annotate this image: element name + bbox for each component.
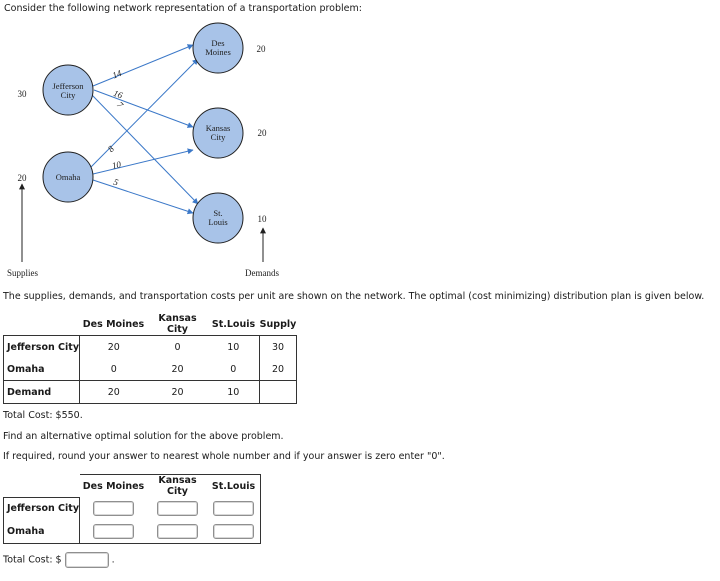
input-om-des-moines[interactable] bbox=[93, 523, 135, 539]
arc-om-sl bbox=[92, 179, 194, 215]
row-label-omaha: Omaha bbox=[3, 358, 80, 381]
node-jefferson-city bbox=[42, 64, 94, 116]
jefferson-city-label-1: Jefferson bbox=[53, 81, 85, 91]
supplies-label: Supplies bbox=[7, 268, 39, 278]
col-kansas-city: Kansas City bbox=[158, 313, 197, 335]
demands-label: Demands bbox=[245, 268, 279, 278]
cost-om-dm: 8 bbox=[106, 143, 117, 154]
demand-dm: 20 bbox=[79, 380, 148, 404]
cell-jc-sl: 10 bbox=[207, 335, 260, 358]
task-text: Find an alternative optimal solution for… bbox=[3, 431, 284, 442]
supply-jefferson-city: 30 bbox=[18, 89, 28, 99]
table-row: Jefferson City 20 0 10 30 bbox=[3, 335, 297, 358]
input-om-st-louis[interactable] bbox=[213, 523, 254, 539]
node-des-moines bbox=[192, 22, 244, 74]
col-des-moines: Des Moines bbox=[82, 318, 145, 330]
node-omaha bbox=[42, 151, 94, 203]
input-jc-des-moines[interactable] bbox=[93, 501, 135, 516]
answer-col-st-louis: St.Louis bbox=[207, 474, 261, 497]
cost-jc-dm: 14 bbox=[111, 68, 124, 81]
answer-table: Des Moines Kansas City St.Louis Jefferso… bbox=[3, 474, 261, 544]
jefferson-city-label-2: City bbox=[61, 90, 76, 100]
input-jc-st-louis[interactable] bbox=[213, 501, 254, 516]
total-cost-prefix: Total Cost: $ bbox=[3, 554, 62, 566]
cell-jc-dm: 20 bbox=[79, 335, 148, 358]
des-moines-label-2: Moines bbox=[205, 47, 231, 57]
arc-jc-kc bbox=[93, 89, 194, 128]
demand-st-louis: 10 bbox=[258, 214, 268, 224]
node-kansas-city bbox=[192, 107, 244, 159]
total-cost-suffix: . bbox=[111, 554, 115, 566]
arc-jc-sl bbox=[91, 94, 199, 205]
input-om-kansas-city[interactable] bbox=[157, 523, 198, 539]
supply-jc: 30 bbox=[259, 335, 297, 358]
instruction-text: If required, round your answer to neares… bbox=[3, 451, 445, 462]
row-label-demand: Demand bbox=[3, 380, 80, 404]
demand-des-moines: 20 bbox=[257, 44, 267, 54]
table-row: Omaha bbox=[3, 520, 261, 544]
cell-om-kc: 20 bbox=[171, 363, 184, 375]
cell-om-sl: 0 bbox=[230, 363, 237, 375]
demand-kansas-city: 20 bbox=[258, 128, 268, 138]
answer-col-des-moines: Des Moines bbox=[79, 474, 148, 497]
supply-om: 20 bbox=[259, 358, 297, 381]
table-row: Omaha 0 20 0 20 bbox=[3, 358, 297, 381]
network-diagram: Jefferson City Omaha Des Moines Kansas C… bbox=[7, 22, 279, 278]
cost-om-kc: 10 bbox=[111, 159, 122, 171]
col-st-louis: St.Louis bbox=[211, 318, 256, 330]
des-moines-label-1: Des bbox=[211, 38, 224, 48]
answer-col-kansas-city: Kansas City bbox=[147, 474, 208, 497]
answer-row-jefferson-city: Jefferson City bbox=[3, 496, 80, 520]
table-row: Jefferson City bbox=[3, 496, 261, 520]
input-jc-kansas-city[interactable] bbox=[157, 501, 198, 516]
total-cost-input[interactable] bbox=[64, 552, 109, 568]
cell-jc-kc: 0 bbox=[147, 335, 208, 358]
st-louis-label-1: St. bbox=[213, 208, 222, 218]
node-st-louis bbox=[192, 192, 244, 244]
total-cost-text: Total Cost: $550. bbox=[3, 410, 83, 421]
arc-jc-dm bbox=[92, 44, 194, 87]
total-cost-input-row: Total Cost: $ . bbox=[3, 552, 115, 568]
arc-om-kc bbox=[92, 148, 194, 175]
answer-header-row: Des Moines Kansas City St.Louis bbox=[4, 474, 261, 497]
row-label-jefferson-city: Jefferson City bbox=[3, 335, 80, 358]
cost-jc-sl: 7 bbox=[115, 100, 126, 111]
table-row: Demand 20 20 10 bbox=[3, 380, 297, 404]
table-header-row: Des Moines Kansas City St.Louis Supply bbox=[4, 313, 297, 336]
answer-row-omaha: Omaha bbox=[3, 520, 80, 544]
kansas-city-label-2: City bbox=[211, 132, 226, 142]
description-text: The supplies, demands, and transportatio… bbox=[3, 291, 705, 302]
arc-om-dm bbox=[90, 58, 199, 168]
demand-sl: 10 bbox=[207, 380, 260, 404]
cell-om-dm: 0 bbox=[110, 363, 117, 375]
demand-kc: 20 bbox=[147, 380, 208, 404]
st-louis-label-2: Louis bbox=[208, 217, 227, 227]
intro-text: Consider the following network represent… bbox=[4, 3, 362, 14]
kansas-city-label-1: Kansas bbox=[206, 123, 231, 133]
col-supply: Supply bbox=[259, 318, 297, 330]
omaha-label: Omaha bbox=[56, 172, 81, 182]
optimal-plan-table: Des Moines Kansas City St.Louis Supply J… bbox=[3, 313, 297, 404]
cost-om-sl: 5 bbox=[112, 177, 120, 188]
cost-jc-kc: 16 bbox=[112, 88, 124, 101]
supply-omaha: 20 bbox=[18, 173, 28, 183]
